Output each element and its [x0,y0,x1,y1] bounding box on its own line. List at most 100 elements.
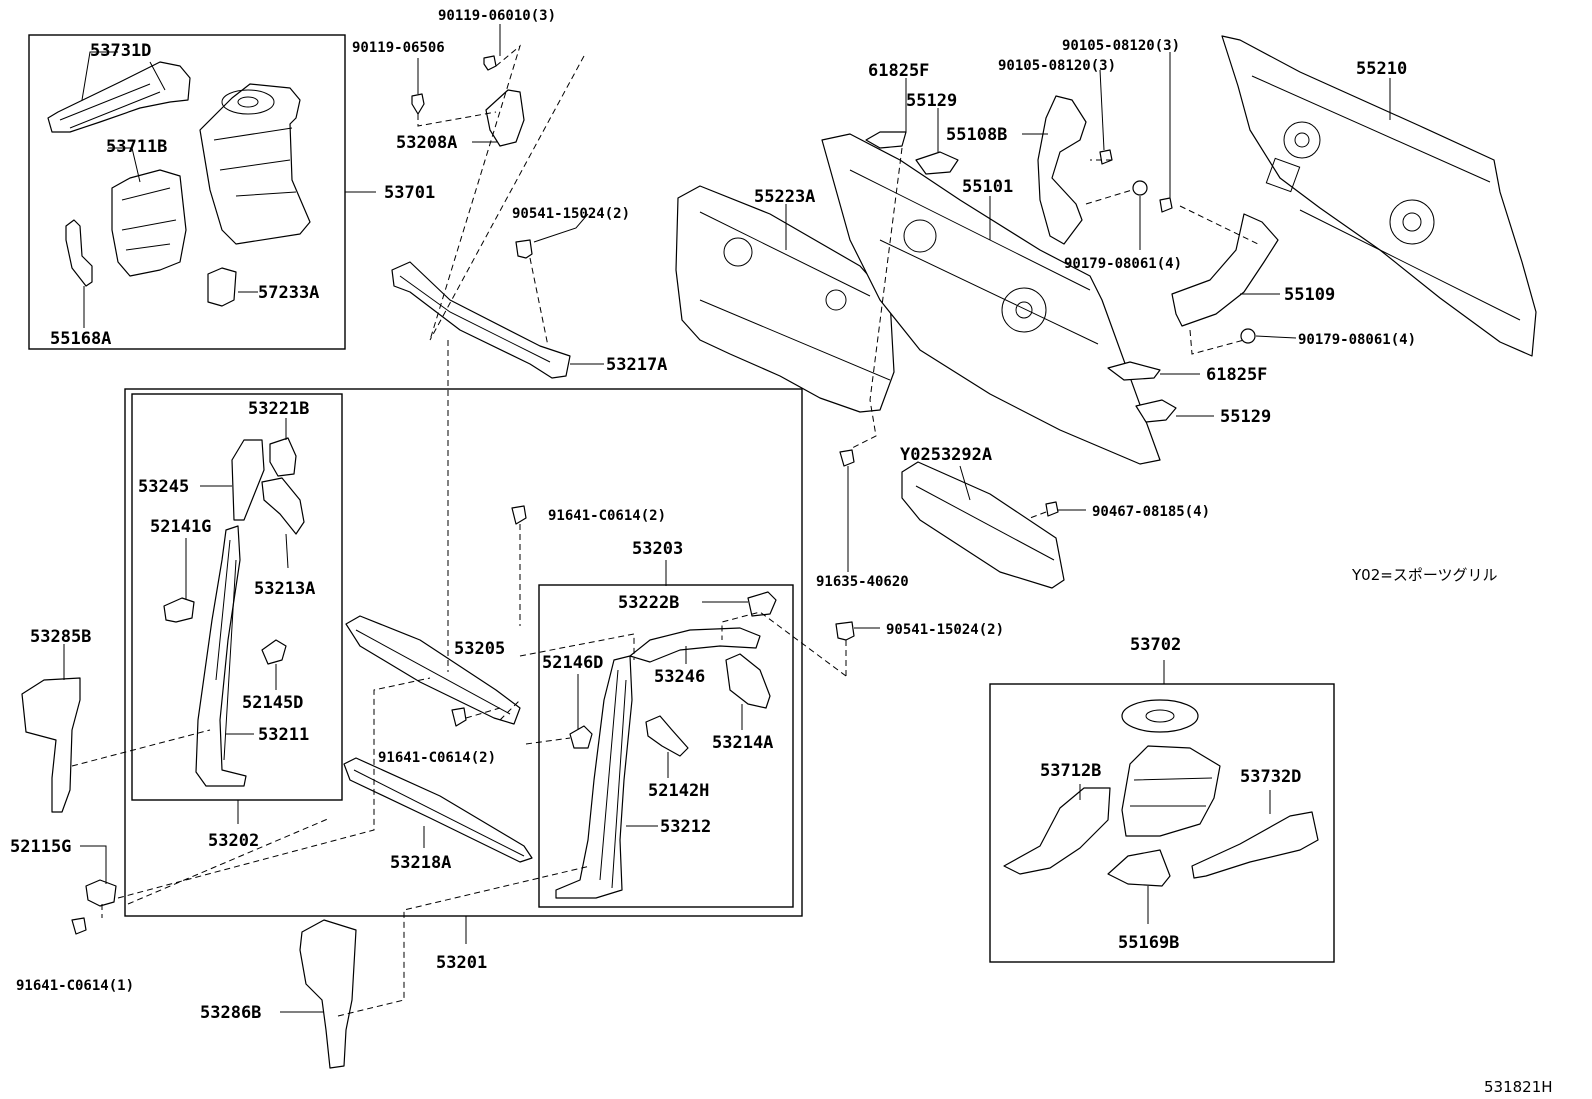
label-90467-08185: 90467-08185(4) [1092,504,1210,520]
label-Y0253292A: Y0253292A [900,445,992,465]
part-61825F-lower[interactable] [1107,361,1161,381]
diagram-id: 531821H [1484,1078,1553,1096]
part-53213A[interactable] [261,477,305,535]
part-52146D[interactable] [569,725,593,749]
bolt-90119-06506[interactable] [411,93,425,115]
part-53211[interactable] [195,525,247,787]
bolt-90467-08185[interactable] [1045,501,1059,517]
label-52146D: 52146D [542,653,603,673]
group-box-53202 [131,393,343,801]
part-55129-lower[interactable] [1135,399,1177,423]
part-Y0253292A[interactable] [901,461,1065,589]
group-box-53201 [124,388,803,917]
label-55168A: 55168A [50,329,111,349]
label-53221B: 53221B [248,399,309,419]
part-53214A[interactable] [725,653,771,709]
bolt-91635-40620[interactable] [839,449,855,467]
part-53285B[interactable] [21,677,81,813]
part-55101[interactable] [821,133,1161,465]
bolt-91641-C0614-left[interactable] [71,917,87,935]
part-53245[interactable] [231,439,265,521]
leader-lines [63,24,1391,1013]
part-57233A[interactable] [207,267,237,307]
label-53732D: 53732D [1240,767,1301,787]
label-52115G: 52115G [10,837,71,857]
nut-90179-08061-upper[interactable] [1132,180,1148,196]
label-53701: 53701 [384,183,435,203]
label-52145D: 52145D [242,693,303,713]
part-53212[interactable] [555,655,633,899]
label-53203: 53203 [632,539,683,559]
clip-90541-15024-lower[interactable] [835,621,855,641]
part-53208A[interactable] [485,89,525,147]
part-52141G[interactable] [163,597,195,623]
label-90179-08061-lower: 90179-08061(4) [1298,332,1416,348]
part-55169B[interactable] [1107,849,1171,887]
clip-90541-15024-upper[interactable] [515,239,533,259]
part-52115G[interactable] [85,879,117,907]
part-61825F-upper[interactable] [865,131,907,149]
part-52142H[interactable] [645,715,689,757]
bolt-91641-C0614-mid[interactable] [451,707,467,727]
part-55210[interactable] [1221,35,1537,357]
label-55169B: 55169B [1118,933,1179,953]
label-91635-40620: 91635-40620 [816,574,909,590]
part-53218A[interactable] [343,757,533,863]
part-53702-apron[interactable] [1121,745,1221,837]
label-55108B: 55108B [946,125,1007,145]
part-53222B[interactable] [747,591,777,617]
bolt-90119-06010[interactable] [483,55,497,71]
label-53218A: 53218A [390,853,451,873]
label-61825F-upper: 61825F [868,61,929,81]
label-53214A: 53214A [712,733,773,753]
label-53217A: 53217A [606,355,667,375]
label-55101: 55101 [962,177,1013,197]
part-53286B[interactable] [299,919,357,1069]
label-53245: 53245 [138,477,189,497]
label-53712B: 53712B [1040,761,1101,781]
part-55109[interactable] [1171,213,1279,327]
label-53202: 53202 [208,831,259,851]
part-53701-apron[interactable] [199,83,311,245]
bolt-91641-C0614-top[interactable] [511,505,527,525]
label-53731D: 53731D [90,41,151,61]
label-90105-08120-a: 90105-08120(3) [1062,38,1180,54]
part-55223A[interactable] [675,185,895,413]
part-53246[interactable] [629,627,761,663]
label-55223A: 55223A [754,187,815,207]
label-53711B: 53711B [106,137,167,157]
part-55168A[interactable] [65,219,93,287]
part-53711B[interactable] [111,169,187,277]
label-53286B: 53286B [200,1003,261,1023]
label-55210: 55210 [1356,59,1407,79]
label-90119-06506: 90119-06506 [352,40,445,56]
part-53205[interactable] [345,615,521,725]
part-55129-upper[interactable] [915,151,959,175]
bolt-90105-08120-b[interactable] [1159,197,1173,213]
part-52145D[interactable] [261,639,287,665]
label-90119-06010: 90119-06010(3) [438,8,556,24]
label-52141G: 52141G [150,517,211,537]
label-91641-C0614-top: 91641-C0614(2) [548,508,666,524]
part-53732D[interactable] [1191,811,1319,879]
part-53712B[interactable] [1003,787,1111,875]
part-53702-top[interactable] [1121,699,1199,733]
nut-90179-08061-lower[interactable] [1240,328,1256,344]
label-53205: 53205 [454,639,505,659]
label-53222B: 53222B [618,593,679,613]
label-91641-C0614-left: 91641-C0614(1) [16,978,134,994]
label-55129-lower: 55129 [1220,407,1271,427]
label-91641-C0614-mid: 91641-C0614(2) [378,750,496,766]
note-y02: Y02=スポーツグリル [1351,566,1498,584]
label-53213A: 53213A [254,579,315,599]
label-55109: 55109 [1284,285,1335,305]
part-55108B[interactable] [1037,95,1087,245]
part-53221B[interactable] [269,437,297,477]
label-55129-upper: 55129 [906,91,957,111]
label-90179-08061-upper: 90179-08061(4) [1064,256,1182,272]
bolt-90105-08120-a[interactable] [1099,149,1113,165]
part-53731D[interactable] [47,61,191,133]
label-53211: 53211 [258,725,309,745]
part-53217A[interactable] [391,261,571,379]
